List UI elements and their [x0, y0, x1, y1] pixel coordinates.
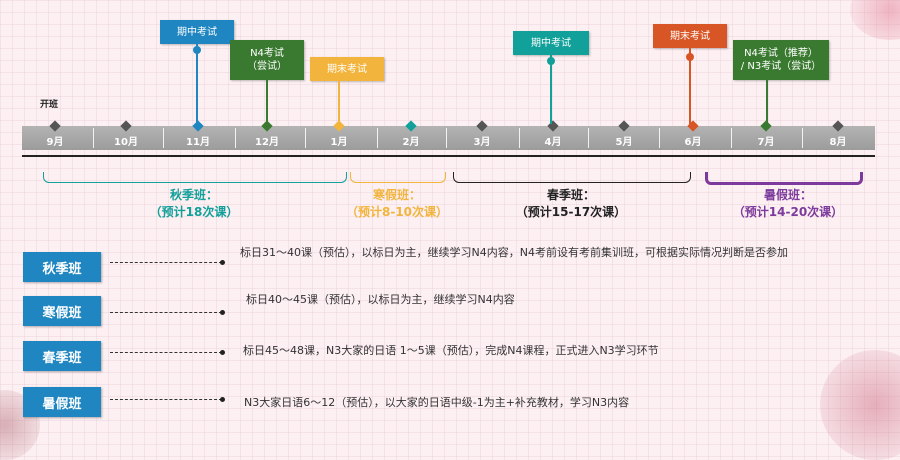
class-box-spring: 春季班 — [23, 341, 101, 371]
event-stem — [689, 48, 691, 124]
timeline-tick — [519, 128, 520, 148]
term-label: 秋季班： （预计18次课） — [114, 187, 274, 221]
class-box-autumn: 秋季班 — [23, 252, 101, 282]
month-label: 6月 — [684, 137, 702, 148]
timeline-tick — [802, 128, 803, 148]
event-stem — [766, 80, 768, 124]
term-name: 秋季班： — [169, 188, 218, 202]
term-name: 春季班： — [546, 188, 595, 202]
month-label: 11月 — [186, 137, 210, 148]
term-label: 暑假班： （预计14-20次课） — [708, 187, 868, 221]
event-stem — [266, 80, 268, 124]
month-label: 2月 — [402, 137, 420, 148]
class-box-winter: 寒假班 — [23, 296, 101, 326]
class-box-summer: 暑假班 — [23, 387, 101, 417]
term-estimate: （预计8-10次课） — [345, 205, 449, 219]
month-label: 4月 — [544, 137, 562, 148]
connector-dot — [220, 350, 225, 355]
term-bracket — [705, 172, 863, 185]
blossom-decoration-top-right — [850, 0, 900, 40]
month-label: 7月 — [757, 137, 775, 148]
month-label: 12月 — [255, 137, 279, 148]
month-label: 3月 — [473, 137, 491, 148]
event-label: N4考试（推荐） / N3考试（尝试） — [733, 40, 829, 80]
connector-dot — [220, 310, 225, 315]
timeline-tick — [588, 128, 589, 148]
connector-line — [110, 352, 222, 353]
term-bracket — [453, 172, 691, 183]
timeline-tick — [731, 128, 732, 148]
timeline-tick — [93, 128, 94, 148]
connector-line — [110, 262, 222, 263]
event-label: 期中考试 — [513, 31, 589, 55]
event-knob — [547, 57, 555, 65]
timeline-tick — [305, 128, 306, 148]
timeline-tick — [659, 128, 660, 148]
term-label: 春季班： （预计15-17次课） — [491, 187, 651, 221]
event-label: 期中考试 — [160, 20, 234, 44]
timeline-tick — [377, 128, 378, 148]
event-knob — [193, 46, 201, 54]
term-name: 暑假班： — [763, 188, 812, 202]
timeline-tick — [163, 128, 164, 148]
timeline-bar — [22, 126, 875, 150]
month-label: 9月 — [46, 137, 64, 148]
month-label: 5月 — [615, 137, 633, 148]
term-bracket — [350, 172, 446, 183]
term-label: 寒假班： （预计8-10次课） — [317, 187, 477, 221]
connector-line — [110, 399, 222, 400]
class-desc-autumn: 标日31～40课（预估），以标日为主，继续学习N4内容，N4考前设有考前集训班，… — [240, 246, 788, 259]
event-label: 期末考试 — [310, 57, 384, 81]
event-stem — [550, 55, 552, 124]
term-estimate: （预计15-17次课） — [515, 205, 627, 219]
timeline-underline — [22, 155, 875, 157]
month-label: 10月 — [114, 137, 138, 148]
timeline-tick — [446, 128, 447, 148]
event-label: N4考试 （尝试） — [230, 40, 304, 80]
timeline-tick — [235, 128, 236, 148]
month-label: 8月 — [829, 137, 847, 148]
event-knob — [686, 53, 694, 61]
connector-line — [110, 312, 222, 313]
event-stem — [196, 44, 198, 124]
class-desc-winter: 标日40～45课（预估），以标日为主，继续学习N4内容 — [246, 293, 515, 306]
term-estimate: （预计14-20次课） — [732, 205, 844, 219]
connector-dot — [220, 397, 225, 402]
start-label: 开班 — [40, 100, 59, 110]
connector-dot — [220, 260, 225, 265]
class-desc-spring: 标日45～48课，N3大家的日语 1～5课（预估），完成N4课程，正式进入N3学… — [243, 344, 659, 357]
class-desc-summer: N3大家日语6～12（预估），以大家的日语中级-1为主+补充教材，学习N3内容 — [244, 396, 630, 409]
term-name: 寒假班： — [372, 188, 421, 202]
term-estimate: （预计18次课） — [149, 205, 239, 219]
month-label: 1月 — [330, 137, 348, 148]
term-bracket — [43, 172, 347, 183]
event-stem — [338, 81, 340, 124]
event-label: 期末考试 — [653, 24, 727, 48]
